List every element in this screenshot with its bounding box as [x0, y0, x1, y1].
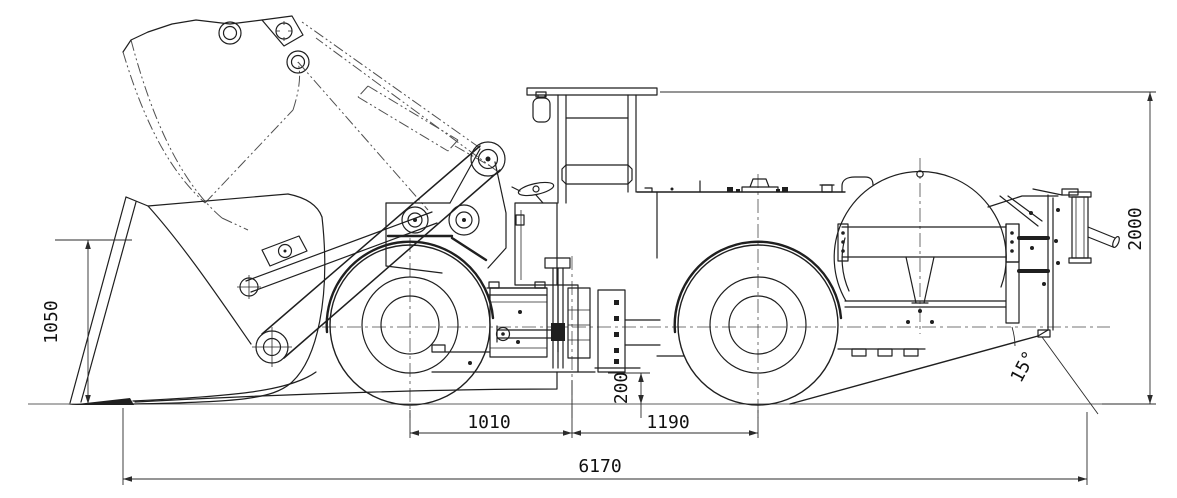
steering-cylinder: [495, 325, 554, 343]
dimension-overall-length: 6170: [122, 408, 1088, 485]
filler-cap: [727, 178, 788, 193]
front-frame: [385, 148, 507, 274]
air-pipe-elbow: [841, 176, 874, 193]
bucket-lowered: [68, 193, 326, 405]
dim-ground-clearance-label: 200: [611, 372, 632, 405]
dim-departure-angle-label: 15°: [1007, 347, 1041, 386]
rear-fender-arc: [673, 240, 843, 334]
boom-pivot-pin: [485, 156, 491, 162]
engine-deck: [636, 176, 874, 193]
dim-overall-height-label: 2000: [1125, 207, 1146, 250]
dimension-wheelbase: 1010 1190: [409, 380, 759, 438]
rear-wheel: [673, 240, 843, 406]
dim-bucket-height-label: 1050: [41, 300, 62, 343]
steering-wheel: [511, 181, 555, 204]
dimension-overall-height: 2000: [660, 91, 1156, 405]
tow-pins: [1017, 236, 1050, 273]
articulation-joint: [134, 257, 661, 403]
boom-lowered: [252, 141, 506, 367]
exhaust-pipe: [1087, 226, 1120, 249]
canopy-roof: [526, 87, 658, 96]
dimension-departure-angle: 15°: [1007, 326, 1099, 415]
dim-articulation-to-rear-axle-label: 1190: [646, 412, 689, 433]
guard-beam: [837, 223, 1020, 324]
rear-skid-plate: [789, 335, 1039, 405]
front-wheel: [325, 240, 495, 406]
canopy: [526, 87, 658, 204]
deck-vent: [819, 184, 835, 193]
hinge-plates: [544, 257, 571, 369]
rear-frame: [656, 188, 1120, 405]
boom-raised-phantom: [297, 21, 498, 211]
dim-front-axle-to-articulation-label: 1010: [467, 412, 510, 433]
dome-lifting-eye: [916, 170, 924, 178]
dimension-bucket-height: 1050: [41, 239, 132, 404]
tilt-link: [237, 211, 438, 299]
bucket-raised-phantom: [122, 15, 310, 231]
fire-extinguisher: [532, 91, 551, 123]
dimension-ground-clearance: 200: [608, 372, 650, 418]
front-fender-arc: [325, 240, 495, 334]
dim-overall-length-label: 6170: [578, 456, 621, 477]
